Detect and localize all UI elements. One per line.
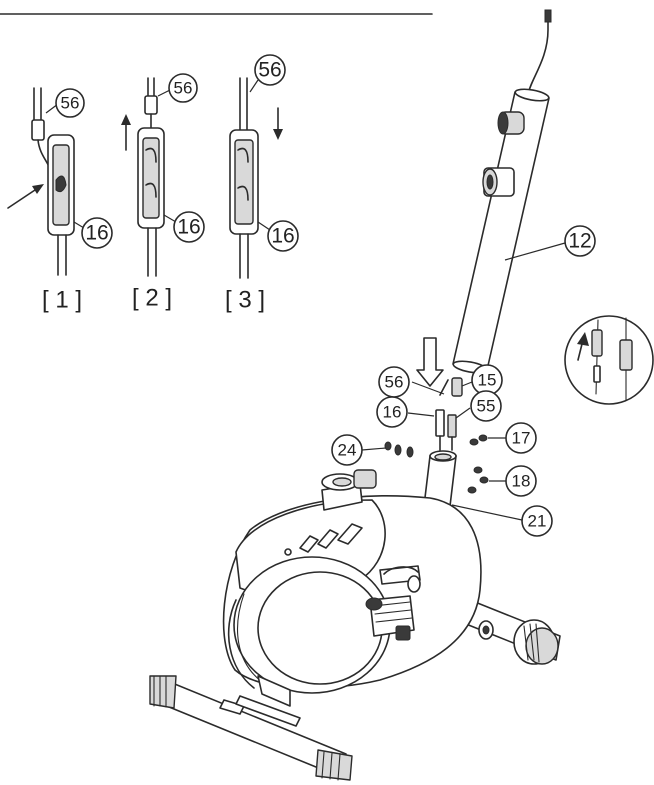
callout-16-detail-3-label: 16 — [271, 225, 294, 248]
arrow-head — [32, 184, 44, 194]
callout-16-detail-2 — [173, 211, 205, 243]
callout-56-detail-3-label: 56 — [258, 59, 281, 82]
detail-step-1: 56 16 [ 1 ] — [7, 87, 113, 314]
detail-step-2: 56 16 [ 2 ] — [121, 73, 205, 312]
bolts-18 — [467, 466, 506, 494]
front-end-cap-left — [149, 675, 177, 709]
callout-12-label: 12 — [568, 230, 591, 253]
callout-15-label: 15 — [478, 371, 497, 390]
callout-21 — [521, 505, 553, 537]
callout-56-detail-2-label: 56 — [174, 79, 193, 98]
callout-55-label: 55 — [477, 397, 496, 416]
callout-18-label: 18 — [512, 472, 531, 491]
plug-56 — [31, 119, 45, 141]
rear-end-cap — [513, 619, 559, 665]
inset-circle — [564, 315, 654, 405]
flywheel-cover-inner — [257, 571, 383, 685]
callout-56-detail-2 — [168, 73, 198, 103]
callout-12 — [564, 225, 596, 257]
callout-56-detail-3 — [254, 54, 286, 86]
callout-16-main-label: 16 — [383, 403, 402, 422]
lower-knob — [482, 167, 515, 197]
step-label-3: [ 3 ] — [225, 287, 265, 314]
seat-clamp — [321, 469, 377, 511]
callout-56-detail-1-label: 56 — [61, 94, 80, 113]
seat-knob — [353, 469, 377, 489]
sensor-wire — [527, 11, 549, 96]
vent-1 — [299, 535, 319, 553]
callout-21-label: 21 — [528, 512, 547, 531]
insert-arrow — [7, 187, 39, 209]
callout-17-label: 17 — [512, 429, 531, 448]
vent-3 — [337, 523, 363, 545]
callout-17 — [505, 422, 537, 454]
callout-16-main — [376, 396, 408, 428]
plug-55 — [447, 414, 457, 438]
plug-56 — [144, 95, 158, 115]
step-label-1: [ 1 ] — [42, 287, 82, 314]
wiring-assembly: 56 15 16 55 17 24 — [331, 337, 553, 537]
handlebar-post: 12 — [452, 9, 596, 374]
detail-step-3: 56 16 [ 3 ] — [225, 54, 299, 314]
callout-56-detail-1 — [55, 88, 85, 118]
plug-16 — [435, 409, 445, 437]
bolts-24 — [384, 441, 414, 458]
callout-16-detail-3 — [267, 220, 299, 252]
callout-18 — [505, 465, 537, 497]
front-end-cap-right — [315, 749, 353, 781]
callout-24 — [331, 434, 363, 466]
callout-56-main-label: 56 — [385, 373, 404, 392]
callout-16-detail-1 — [81, 217, 113, 249]
callout-16-detail-1-label: 16 — [85, 222, 108, 245]
bike-body — [149, 469, 561, 781]
bolts-17 — [469, 434, 506, 446]
plug-15 — [451, 377, 463, 397]
callout-16-detail-2-label: 16 — [177, 216, 200, 239]
insert-direction-arrow — [416, 337, 444, 387]
pedal-crank — [365, 565, 421, 641]
connector-inset — [564, 315, 654, 405]
callout-55 — [470, 390, 502, 422]
step-label-2: [ 2 ] — [132, 285, 172, 312]
upper-knob — [497, 111, 525, 135]
vent-2 — [317, 529, 339, 549]
callout-24-label: 24 — [338, 441, 357, 460]
